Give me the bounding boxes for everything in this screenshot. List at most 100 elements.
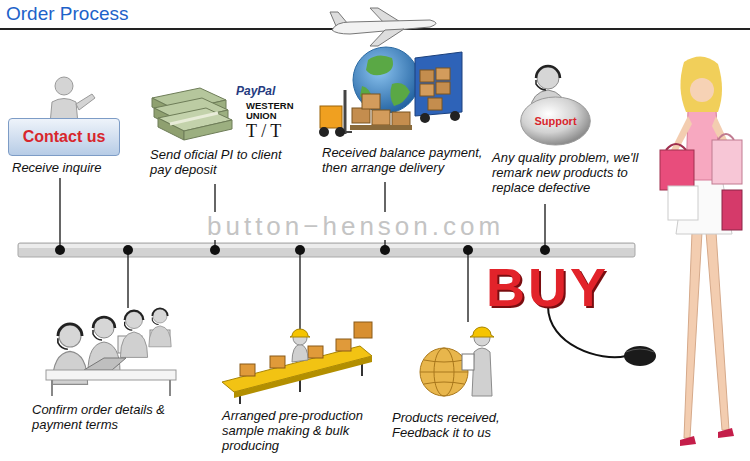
money-stack [152,88,232,140]
call-center-illustration [84,358,126,370]
conveyor-illustration [336,339,351,351]
support-agent [536,80,546,90]
delivery-illustration [420,113,430,123]
payment-logo: T / T [246,121,281,142]
shopper-figure [680,56,722,112]
money-stack [170,113,218,124]
shopper-figure [680,436,696,446]
step-caption: Any quality problem, we'll remark new pr… [492,150,657,195]
leader-line [467,250,469,322]
person-figure [50,77,95,124]
step-caption: Send oficial PI to client pay deposit [150,147,295,177]
shopper-figure [718,428,734,438]
receiving-illustration [472,348,492,396]
shopper-figure [718,134,734,140]
delivery-illustration [420,84,434,96]
leader-line [544,204,546,250]
person-figure [76,94,95,110]
leader-line [299,250,301,330]
delivery-illustration [366,55,393,75]
delivery-illustration [335,127,345,137]
delivery-illustration [370,29,404,46]
delivery-illustration [392,112,410,126]
step-caption: Arranged pre-production sample making & … [222,408,382,453]
timeline-dot [463,245,473,255]
money-stack [184,120,232,140]
shopper-figure [690,78,714,102]
payment-logo: WESTERN UNION [246,101,296,122]
delivery-illustration [344,90,347,134]
contact-button: Contact us [8,118,120,156]
call-center-illustration [149,308,171,347]
timeline-dot [210,245,220,255]
shopper-figure [660,150,694,190]
support-sphere: Support [520,96,591,146]
timeline-dot [295,245,305,255]
call-center-illustration [46,308,176,396]
conveyor-illustration [290,329,310,337]
receiving-illustration [470,327,494,337]
delivery-illustration [320,106,342,128]
leader-line [127,250,129,308]
step-caption: Confirm order details & payment terms [32,402,192,432]
delivery-illustration [319,8,462,137]
timeline-dot [55,245,550,255]
delivery-illustration [436,82,450,94]
node-text: Support [534,115,576,127]
delivery-illustration [428,98,442,110]
conveyor-illustration [234,356,372,398]
timeline-bar [18,243,635,257]
person-figure [55,77,73,95]
timeline-dot [123,245,133,255]
step-caption: Receive inquire [12,160,142,175]
delivery-illustration [350,125,412,130]
receiving-illustration [424,360,464,362]
shopper-figure [668,186,698,220]
shopper-figure [684,232,702,438]
conveyor-illustration [240,364,255,376]
shopper-figure [670,116,692,154]
leader-line [60,178,545,330]
payment-logo: PayPal [236,84,275,98]
delivery-illustration [372,110,390,125]
step-caption: Products received, Feedback it to us [392,410,522,440]
page-title: Order Process [6,3,128,25]
receiving-illustration [424,382,464,384]
step-caption: Received balance payment, then arrange d… [322,145,494,175]
receiving-illustration [420,327,494,396]
delivery-illustration [390,83,410,106]
delivery-illustration [352,108,370,123]
receiving-illustration [420,372,468,373]
shopper-figure [666,144,686,150]
conveyor-illustration [270,356,285,368]
mouse-cable [626,349,654,352]
shopper-figure [712,140,742,184]
node-text: Contact us [23,128,106,146]
shopper-figure [660,56,742,446]
call-center-illustration [120,311,147,358]
delivery-illustration [319,127,329,137]
timeline-dot [55,245,65,255]
support-agent [537,67,559,89]
delivery-illustration [345,131,352,133]
timeline-bar [18,243,635,257]
shopper-figure [706,232,729,430]
call-center-illustration [51,380,53,396]
delivery-illustration [362,94,380,109]
delivery-illustration [450,111,460,121]
buy-lettering: BUY [486,260,609,314]
delivery-illustration [415,52,462,116]
receiving-illustration [462,354,474,370]
sphere-outline [521,97,591,145]
conveyor-illustration [354,322,372,338]
call-center-illustration [169,380,171,396]
shopper-figure [722,190,742,230]
watermark: button−henson.com [205,212,506,240]
delivery-illustration [420,70,434,82]
delivery-illustration [353,47,419,113]
conveyor-illustration [222,322,372,404]
timeline-dot [380,245,390,255]
money-stack [158,108,232,140]
